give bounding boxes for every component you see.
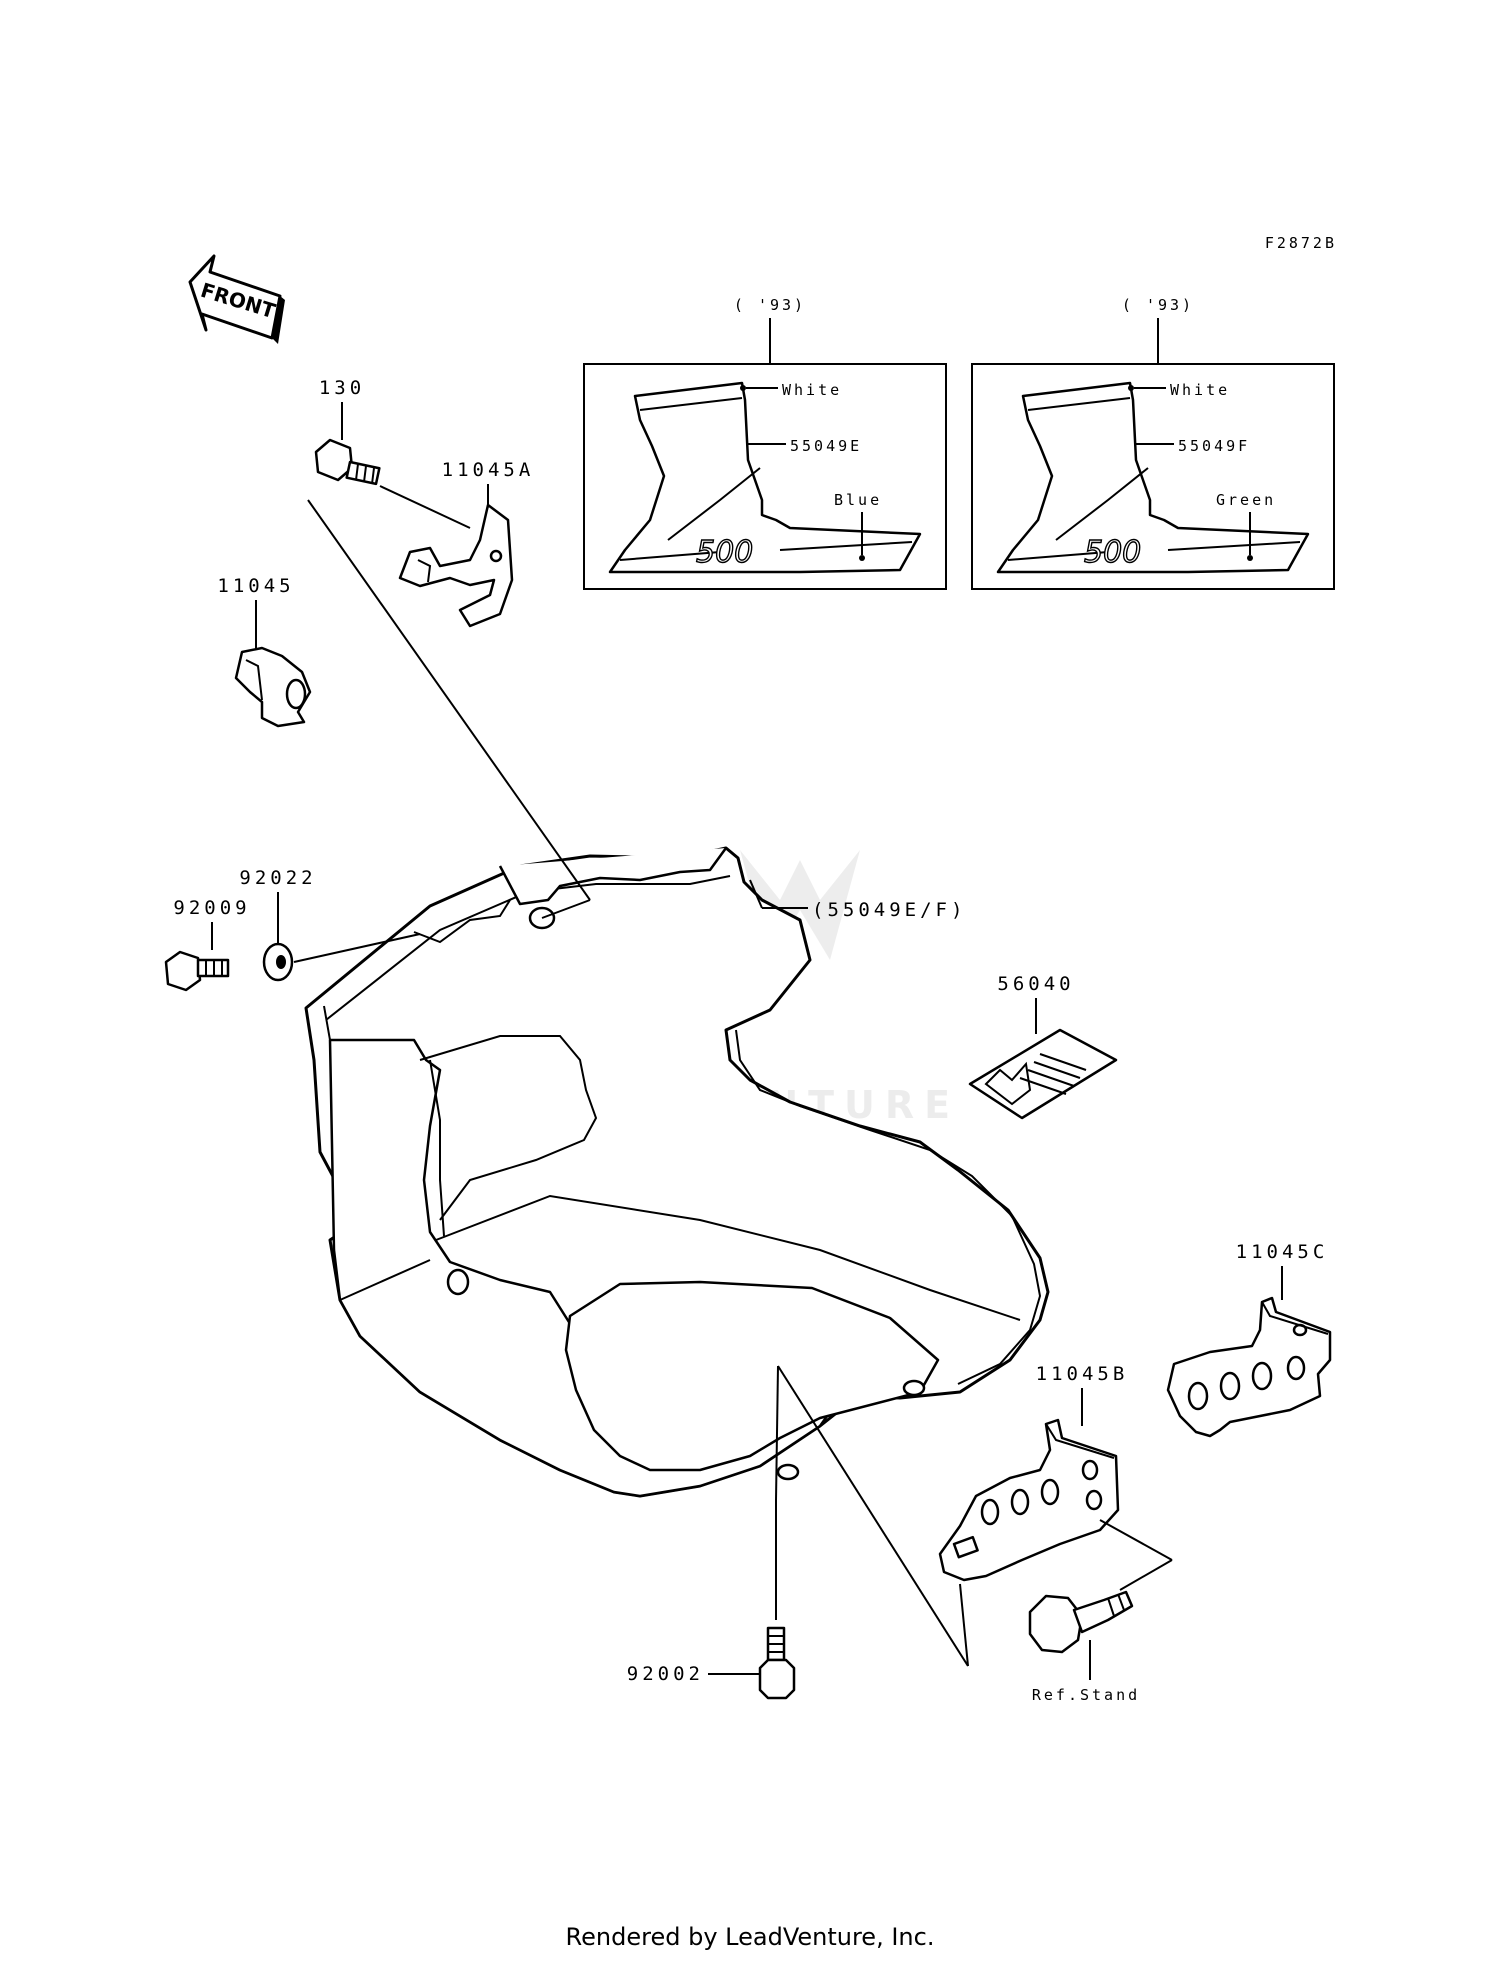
decal-55049e-icon: 500 (608, 381, 922, 574)
stand-bolt-icon (1028, 1590, 1134, 1654)
inset-left-color-top: White (782, 381, 842, 399)
bolt-92002-icon (758, 1626, 796, 1700)
inset-right-color-bottom: Green (1216, 491, 1276, 509)
callout-55049ef: (55049E/F) (812, 899, 966, 921)
washer-92022-icon (262, 942, 294, 982)
clamp-11045a-icon (398, 503, 514, 628)
bolt-130-icon (314, 438, 381, 486)
decal-model-text: 500 (1084, 535, 1141, 570)
callout-11045b: 11045B (1036, 1363, 1129, 1385)
inset-left-part: 55049E (790, 437, 862, 455)
bracket-11045c-icon (1166, 1296, 1332, 1438)
inset-right-color-top: White (1170, 381, 1230, 399)
caution-label-56040-icon (968, 1028, 1118, 1120)
lower-cowl-icon (304, 846, 1050, 1498)
decal-55049f-icon: 500 (996, 381, 1310, 574)
inset-left-year: ( '93) (734, 296, 806, 314)
bolt-92009-icon (164, 950, 230, 992)
footer-credit: Rendered by LeadVenture, Inc. (566, 1923, 935, 1951)
callout-92002: 92002 (627, 1663, 704, 1685)
front-arrow-icon: FRONT (188, 254, 285, 344)
clamp-11045-icon (234, 646, 312, 728)
callout-11045c: 11045C (1236, 1241, 1329, 1263)
figure-code: F2872B (1265, 234, 1337, 252)
callout-92022: 92022 (239, 867, 316, 889)
callout-11045: 11045 (217, 575, 294, 597)
inset-panel-55049f: ( '93) 500 White 55049F Green (971, 296, 1335, 590)
bracket-11045b-icon (938, 1418, 1120, 1582)
callout-56040: 56040 (997, 973, 1074, 995)
decal-model-text: 500 (696, 535, 753, 570)
callout-11045a: 11045A (442, 459, 535, 481)
callout-ref-stand: Ref.Stand (1032, 1686, 1140, 1704)
inset-right-year: ( '93) (1122, 296, 1194, 314)
inset-panel-55049e: ( '93) 500 White 55049E Blue (583, 296, 947, 590)
callout-92009: 92009 (173, 897, 250, 919)
inset-right-part: 55049F (1178, 437, 1250, 455)
callout-130: 130 (319, 377, 365, 399)
inset-left-color-bottom: Blue (834, 491, 882, 509)
